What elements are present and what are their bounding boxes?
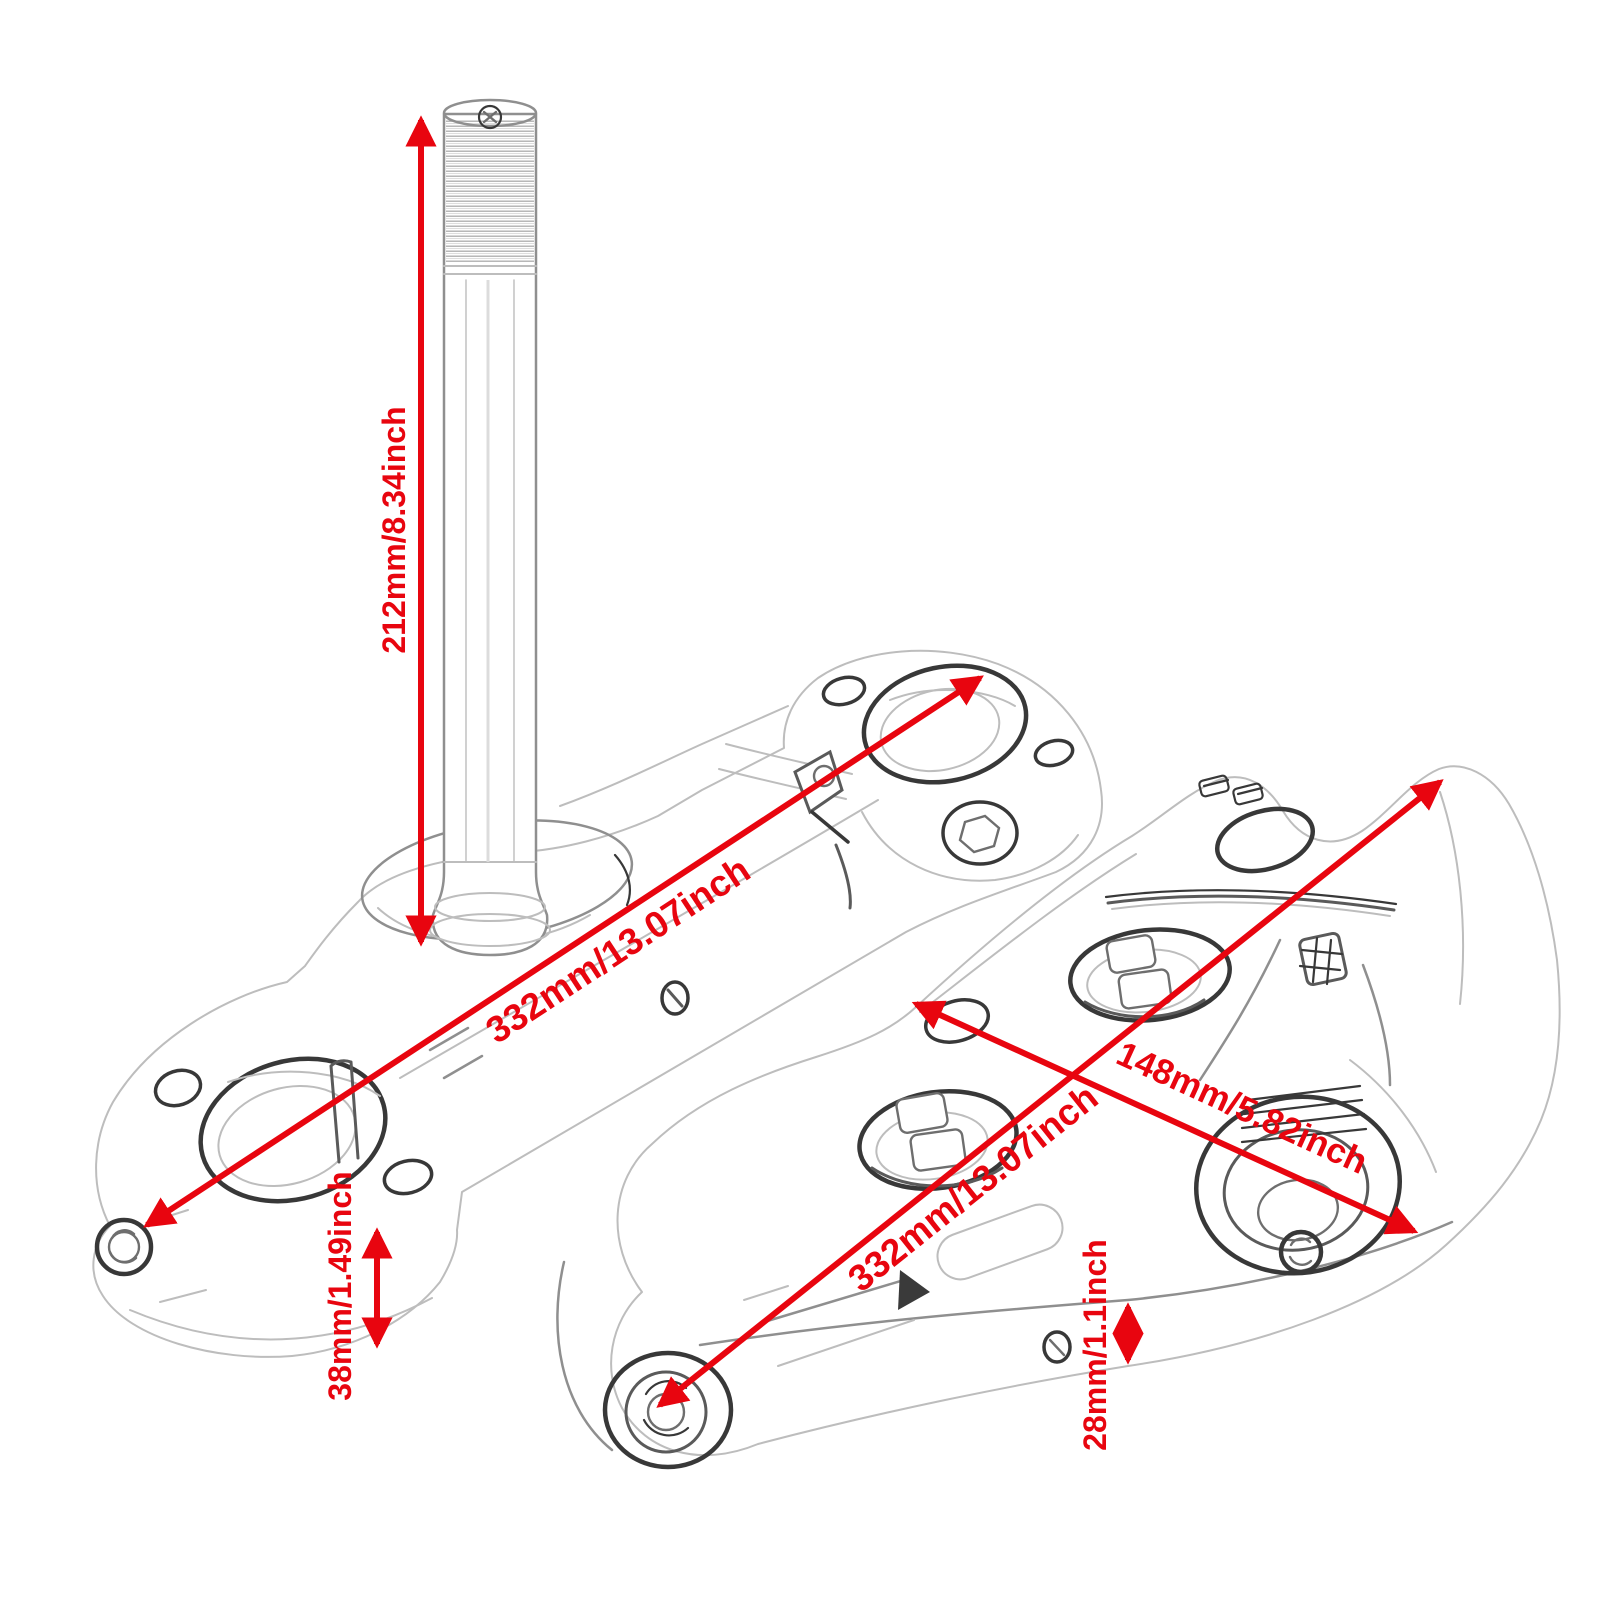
dim-lower-clamp-thickness-label: 38mm/1.49inch [322, 1171, 358, 1400]
dim-top-clamp-thickness: 28mm/1.1inch [1077, 1239, 1144, 1451]
underside-edge [129, 1297, 433, 1341]
stem-top-face [442, 98, 538, 128]
stem-knurl [446, 120, 534, 262]
dim-top-clamp-thickness-label: 28mm/1.1inch [1077, 1239, 1113, 1451]
stem-top-hole [477, 104, 503, 130]
dim-stem-height: 212mm/8.34inch [376, 115, 437, 947]
dim-stem-height-label: 212mm/8.34inch [376, 406, 412, 653]
stem-top-hole-cross [482, 110, 498, 124]
steering-stem [429, 98, 551, 957]
dim-lower-clamp-thickness: 38mm/1.49inch [322, 1171, 393, 1401]
